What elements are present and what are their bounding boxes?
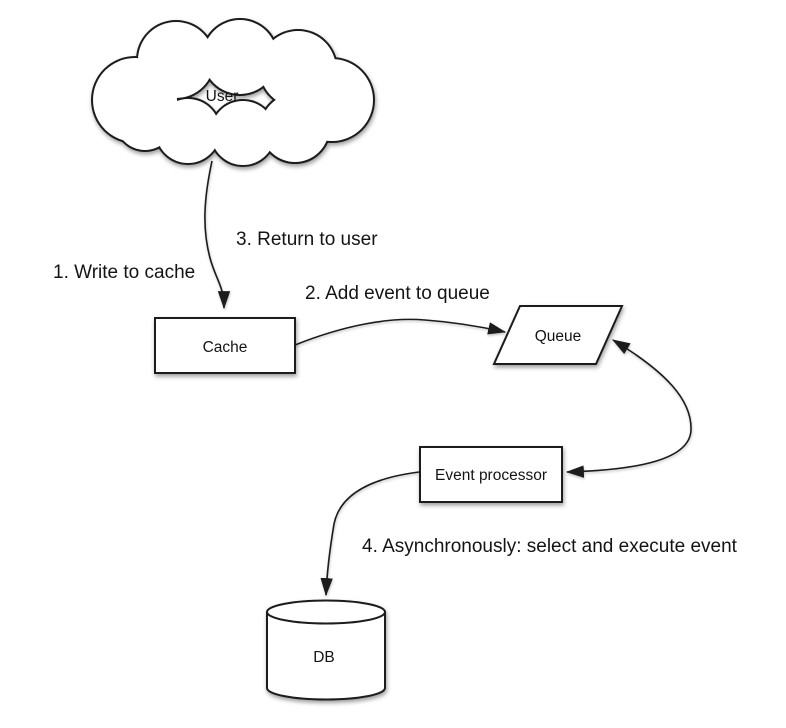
step2-label: 2. Add event to queue	[305, 283, 490, 304]
arrow-cache-to-queue	[294, 318, 507, 346]
db-label: DB	[313, 649, 335, 666]
user-cloud-label: User	[206, 88, 239, 105]
step3-label: 3. Return to user	[236, 229, 378, 250]
user-cloud-node	[91, 18, 375, 167]
step4-label: 4. Asynchronously: select and execute ev…	[362, 536, 738, 557]
queue-label: Queue	[535, 328, 582, 345]
arrow-queue-event-processor	[565, 339, 692, 478]
db-node	[266, 599, 386, 701]
cache-label: Cache	[203, 339, 248, 356]
step1-label: 1. Write to cache	[53, 262, 195, 283]
event-processor-label: Event processor	[435, 467, 547, 484]
cache-node	[154, 317, 296, 374]
arrow-event-processor-to-db	[320, 471, 420, 597]
event-processor-node	[419, 446, 563, 503]
arrow-user-to-cache	[204, 160, 231, 310]
